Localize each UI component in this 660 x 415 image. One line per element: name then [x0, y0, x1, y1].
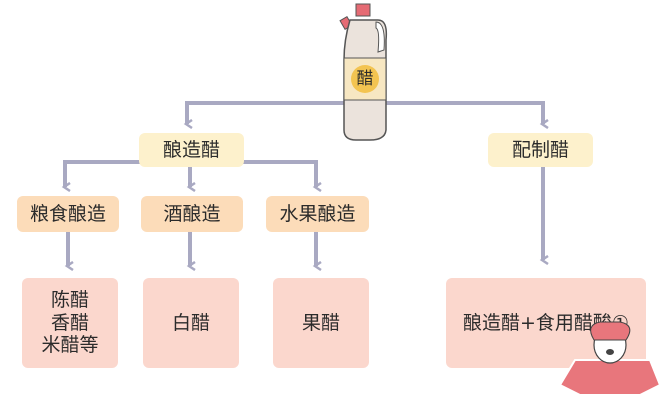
node-blended-vinegar: 配制醋	[488, 133, 593, 167]
node-wine-brewed: 酒酿造	[141, 196, 243, 232]
node-white-vinegar: 白醋	[143, 278, 239, 368]
node-grain-brewed: 粮食酿造	[17, 196, 119, 232]
node-brewed-plus-acetic-acid: 酿造醋+食用醋酸①	[446, 278, 646, 368]
bottle-label: 醋	[356, 68, 374, 89]
vinegar-bottle-icon	[339, 3, 388, 141]
node-fruit-brewed: 水果酿造	[266, 196, 369, 232]
node-brewed-vinegar: 酿造醋	[139, 133, 244, 167]
node-fruit-vinegar: 果醋	[273, 278, 369, 368]
node-aged-fragrant-rice-vinegar: 陈醋 香醋 米醋等	[22, 278, 118, 368]
